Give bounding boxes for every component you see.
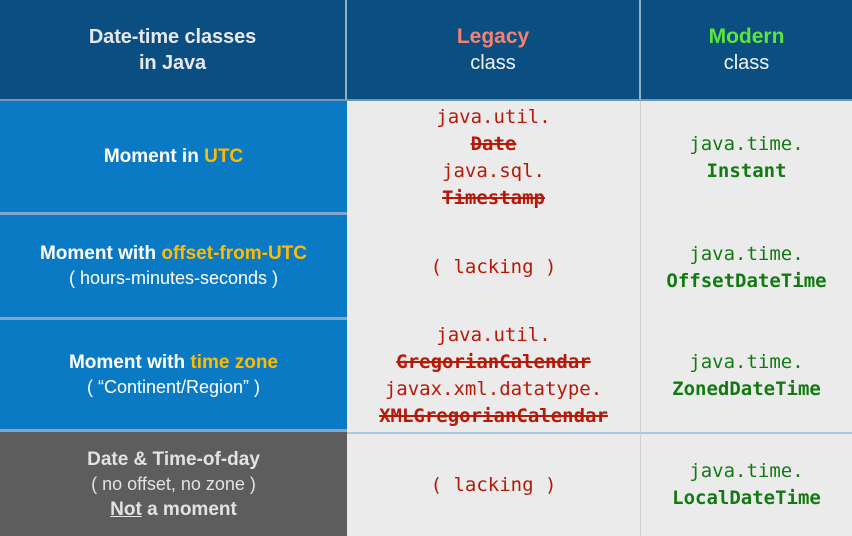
row-label-highlight: time zone <box>190 351 278 373</box>
header-title-line2: in Java <box>138 51 207 74</box>
modern-package-name: java.time. <box>689 242 804 265</box>
row-label-not-emphasis: Not <box>110 498 142 520</box>
row-label-prefix: Moment in <box>103 146 205 167</box>
legacy-cell-date-timeofday: ( lacking ) <box>347 432 641 536</box>
modern-package-name: java.time. <box>689 133 804 155</box>
modern-cell-date-timeofday: java.time. LocalDateTime <box>641 432 852 536</box>
modern-package-name: java.time. <box>689 460 804 482</box>
row-label-highlight: offset-from-UTC <box>161 243 308 264</box>
legacy-class-name: Timestamp <box>442 187 545 209</box>
legacy-class-name: java.sql. <box>442 160 545 182</box>
header-cell-modern: Modern class <box>641 0 852 101</box>
header-cell-category: Date-time classes in Java <box>0 0 347 101</box>
legacy-class-name: GregorianCalendar <box>396 351 591 373</box>
modern-cell-moment-zone: java.time. ZonedDateTime <box>641 320 852 432</box>
row-label-prefix: Moment with <box>68 351 191 373</box>
modern-class-name: OffsetDateTime <box>666 269 827 292</box>
row-label-date-timeofday: Date & Time-of-day ( no offset, no zone … <box>0 432 347 536</box>
row-label-subtext: ( “Continent/Region” ) <box>86 376 261 397</box>
header-legacy-sublabel: class <box>470 51 516 74</box>
row-label-moment-zone: Moment with time zone ( “Continent/Regio… <box>0 320 347 432</box>
legacy-lacking-text: ( lacking ) <box>430 256 557 278</box>
row-label-text: Moment with time zone <box>69 350 278 375</box>
modern-cell-moment-utc: java.time. Instant <box>641 101 852 215</box>
legacy-class-name: Date <box>470 133 517 155</box>
row-label-text: Date & Time-of-day <box>87 448 260 470</box>
row-label-subtext: ( hours-minutes-seconds ) <box>68 268 279 288</box>
row-label-prefix: Moment with <box>39 243 162 264</box>
header-legacy-label: Legacy <box>456 24 530 48</box>
modern-class-name: LocalDateTime <box>672 487 821 509</box>
header-cell-legacy: Legacy class <box>347 0 641 101</box>
modern-class-name: ZonedDateTime <box>672 378 821 400</box>
row-label-highlight: UTC <box>204 146 244 167</box>
legacy-cell-moment-zone: java.util. GregorianCalendar javax.xml.d… <box>347 320 641 432</box>
legacy-class-name: XMLGregorianCalendar <box>379 405 608 427</box>
row-label-moment-offset: Moment with offset-from-UTC ( hours-minu… <box>0 215 347 320</box>
legacy-lacking-text: ( lacking ) <box>430 473 557 496</box>
legacy-package-name: javax.xml.datatype. <box>384 378 603 400</box>
header-title-line1: Date-time classes <box>88 25 257 48</box>
header-modern-label: Modern <box>708 24 785 48</box>
row-label-text: Moment with offset-from-UTC <box>40 241 307 266</box>
row-label-not-a-moment: Not a moment <box>110 497 237 522</box>
row-label-not-rest: a moment <box>141 498 237 520</box>
legacy-cell-moment-offset: ( lacking ) <box>347 215 641 320</box>
legacy-package-name: java.util. <box>436 324 551 346</box>
modern-cell-moment-offset: java.time. OffsetDateTime <box>641 215 852 320</box>
modern-package-name: java.time. <box>689 351 804 373</box>
header-modern-sublabel: class <box>723 51 770 74</box>
row-label-subtext: ( no offset, no zone ) <box>91 473 256 494</box>
row-label-moment-utc: Moment in UTC <box>0 101 347 215</box>
row-label-text: Moment in UTC <box>104 144 243 169</box>
legacy-class-name: java.util. <box>436 106 551 128</box>
modern-class-name: Instant <box>706 160 787 182</box>
legacy-cell-moment-utc: java.util. Date java.sql. Timestamp <box>347 101 641 215</box>
